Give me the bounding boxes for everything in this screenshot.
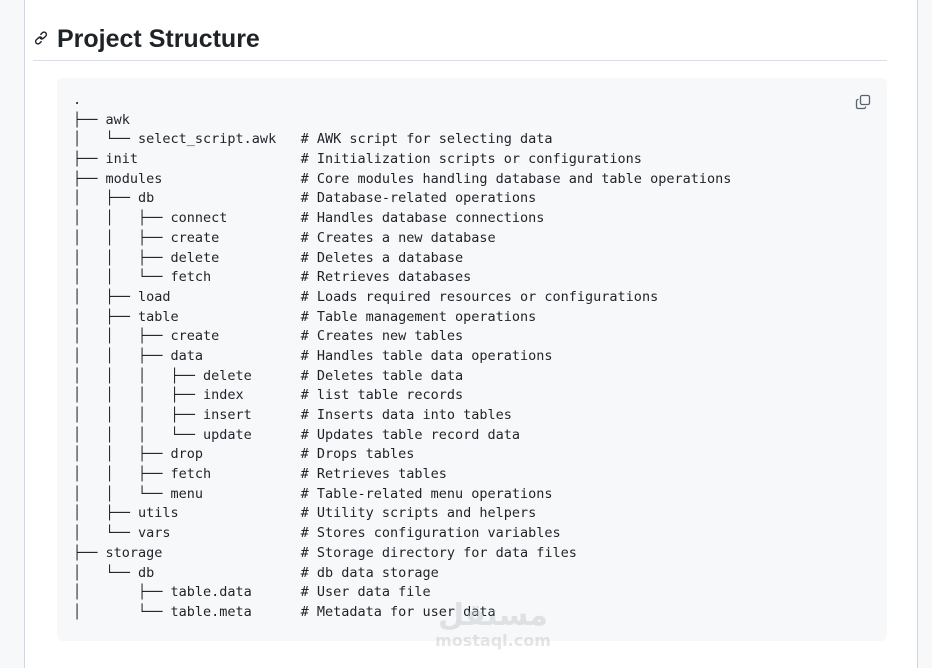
code-line: │ ├── table # Table management operation… bbox=[73, 308, 537, 325]
code-line: │ │ │ ├── insert # Inserts data into tab… bbox=[73, 407, 512, 423]
code-line: │ ├── load # Loads required resources or… bbox=[73, 288, 659, 305]
code-line: │ └── vars # Stores configuration variab… bbox=[73, 525, 561, 542]
code-line: │ │ └── menu # Table-related menu operat… bbox=[73, 485, 553, 502]
copy-button[interactable] bbox=[851, 90, 875, 114]
section-title: Project Structure bbox=[57, 25, 260, 53]
code-line: │ ├── utils # Utility scripts and helper… bbox=[73, 505, 537, 522]
code-line: │ │ │ └── update # Updates table record … bbox=[73, 426, 521, 443]
code-line: │ ├── table.data # User data file bbox=[73, 584, 431, 601]
code-content: . ├── awk │ └── select_script.awk # AWK sc… bbox=[73, 91, 731, 623]
code-line: . bbox=[73, 92, 82, 108]
code-line: │ │ │ ├── delete # Deletes table data bbox=[73, 367, 464, 384]
readme-panel: Project Structure . ├── awk │ └── select_s… bbox=[24, 0, 918, 668]
code-line: │ │ ├── data # Handles table data operat… bbox=[73, 347, 553, 364]
code-line: │ │ ├── fetch # Retrieves tables bbox=[73, 466, 447, 483]
code-line: │ │ ├── delete # Deletes a database bbox=[73, 249, 464, 266]
code-line: │ ├── db # Database-related operations bbox=[73, 190, 537, 207]
code-line: │ └── table.meta # Metadata for user dat… bbox=[73, 603, 496, 620]
code-line: │ │ ├── create # Creates a new database bbox=[73, 229, 496, 246]
code-block: . ├── awk │ └── select_script.awk # AWK sc… bbox=[57, 78, 887, 641]
copy-icon bbox=[855, 94, 871, 110]
code-line: │ │ ├── drop # Drops tables bbox=[73, 446, 415, 463]
code-line: ├── awk bbox=[73, 111, 130, 128]
section-heading: Project Structure bbox=[33, 22, 887, 61]
code-line: │ │ └── fetch # Retrieves databases bbox=[73, 269, 472, 286]
code-line: │ └── db # db data storage bbox=[73, 564, 439, 581]
code-line: ├── storage # Storage directory for data… bbox=[73, 544, 577, 561]
code-line: │ │ ├── create # Creates new tables bbox=[73, 328, 464, 345]
link-icon[interactable] bbox=[33, 30, 49, 46]
code-line: │ │ │ ├── index # list table records bbox=[73, 387, 464, 404]
code-line: │ │ ├── connect # Handles database conne… bbox=[73, 210, 545, 227]
code-line: │ └── select_script.awk # AWK script for… bbox=[73, 131, 553, 148]
code-line: ├── modules # Core modules handling data… bbox=[73, 170, 732, 187]
code-line: ├── init # Initialization scripts or con… bbox=[73, 151, 642, 168]
